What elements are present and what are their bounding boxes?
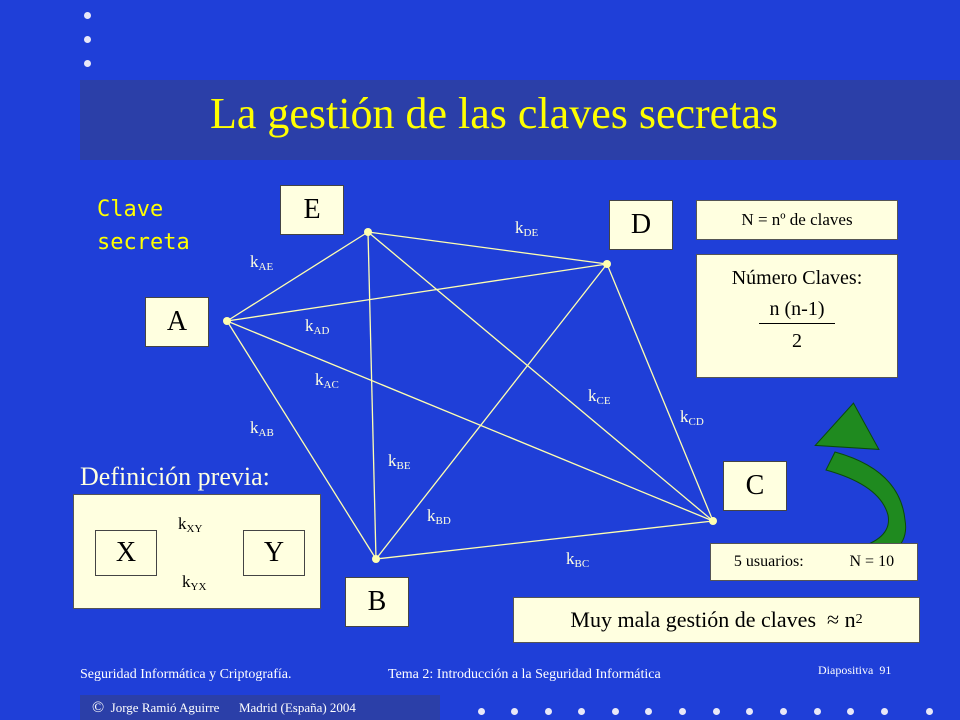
decor-dot	[847, 708, 854, 715]
numero-claves-box: Número Claves: n (n-1) 2	[696, 254, 898, 378]
decor-dot	[478, 708, 485, 715]
edge-label-BC: kBC	[566, 549, 590, 570]
usuarios-value: N = 10	[849, 553, 895, 570]
decor-dot	[926, 708, 933, 715]
edge-DE	[367, 231, 608, 265]
edge-BC	[375, 520, 714, 560]
page-title: La gestión de las claves secretas	[210, 89, 779, 138]
formula-numerator: n (n-1)	[759, 298, 835, 324]
definicion-previa-label: Definición previa:	[80, 462, 270, 491]
decor-dot	[746, 708, 753, 715]
n-squared-exp: 2	[855, 612, 863, 627]
n-definition-text: N = nº de claves	[741, 210, 853, 229]
subtitle-clave-secreta: Clave secreta	[97, 197, 190, 255]
numero-claves-title: Número Claves:	[731, 267, 863, 289]
edge-CD	[606, 263, 714, 522]
edge-AE	[226, 231, 369, 322]
node-D: D	[609, 200, 673, 250]
edge-label-AB: kAB	[250, 418, 274, 439]
decor-dot	[679, 708, 686, 715]
vertex-D	[603, 260, 611, 268]
decor-dot	[612, 708, 619, 715]
author-place: Madrid (España) 2004	[238, 700, 356, 715]
edge-label-CD: kCD	[680, 407, 704, 428]
edge-CE	[367, 231, 714, 522]
edge-label-BE: kBE	[388, 451, 411, 472]
formula-denominator: 2	[792, 330, 802, 352]
decor-dot	[645, 708, 652, 715]
usuarios-label: 5 usuarios:	[733, 553, 804, 570]
node-A: A	[145, 297, 209, 347]
footer-author: © Jorge Ramió Aguirre Madrid (España) 20…	[92, 699, 356, 717]
muy-mala-text: Muy mala gestión de claves	[570, 607, 817, 632]
edge-label-AC: kAC	[315, 370, 339, 391]
decor-dot	[713, 708, 720, 715]
usuarios-box: 5 usuarios: N = 10	[710, 543, 918, 581]
copyright-symbol: ©	[92, 699, 105, 716]
footer-course: Seguridad Informática y Criptografía.	[80, 667, 292, 682]
edge-label-AE: kAE	[250, 252, 274, 273]
node-E: E	[280, 185, 344, 235]
decor-dot	[578, 708, 585, 715]
edge-label-BD: kBD	[427, 506, 451, 527]
curved-arrow-icon	[814, 402, 907, 567]
node-Y: Y	[243, 530, 305, 576]
vertex-E	[364, 228, 372, 236]
footer-author-bar	[80, 695, 440, 720]
edge-AD	[226, 263, 608, 322]
decor-dot	[881, 708, 888, 715]
decor-dot	[84, 36, 91, 43]
n-definition-box: N = nº de claves	[696, 200, 898, 240]
vertex-A	[223, 317, 231, 325]
vertex-B	[372, 555, 380, 563]
decor-dot	[511, 708, 518, 715]
decor-dot	[545, 708, 552, 715]
edge-label-DE: kDE	[515, 218, 539, 239]
decor-dot	[814, 708, 821, 715]
footer-slide-label: Diapositiva	[818, 663, 874, 677]
footer-slide-number: 91	[879, 663, 892, 677]
node-C: C	[723, 461, 787, 511]
author-name: Jorge Ramió Aguirre	[110, 700, 220, 715]
edge-AC	[226, 320, 714, 522]
node-X: X	[95, 530, 157, 576]
edge-label-CE: kCE	[588, 386, 611, 407]
decor-dot	[780, 708, 787, 715]
edge-label-AD: kAD	[305, 316, 330, 337]
edge-label-YX: kYX	[182, 572, 207, 593]
edge-label-XY: kXY	[178, 514, 203, 535]
n-squared-base: n	[844, 607, 856, 632]
edge-BD	[375, 263, 608, 560]
node-B: B	[345, 577, 409, 627]
footer-topic: Tema 2: Introducción a la Seguridad Info…	[388, 667, 661, 682]
approx-symbol: ≈	[827, 607, 840, 632]
vertex-C	[709, 517, 717, 525]
decor-dot	[84, 12, 91, 19]
edge-AB	[226, 320, 377, 560]
decor-dot	[84, 60, 91, 67]
title-bar	[80, 80, 960, 160]
footer-slide: Diapositiva 91	[818, 663, 891, 678]
edge-BE	[367, 231, 377, 560]
